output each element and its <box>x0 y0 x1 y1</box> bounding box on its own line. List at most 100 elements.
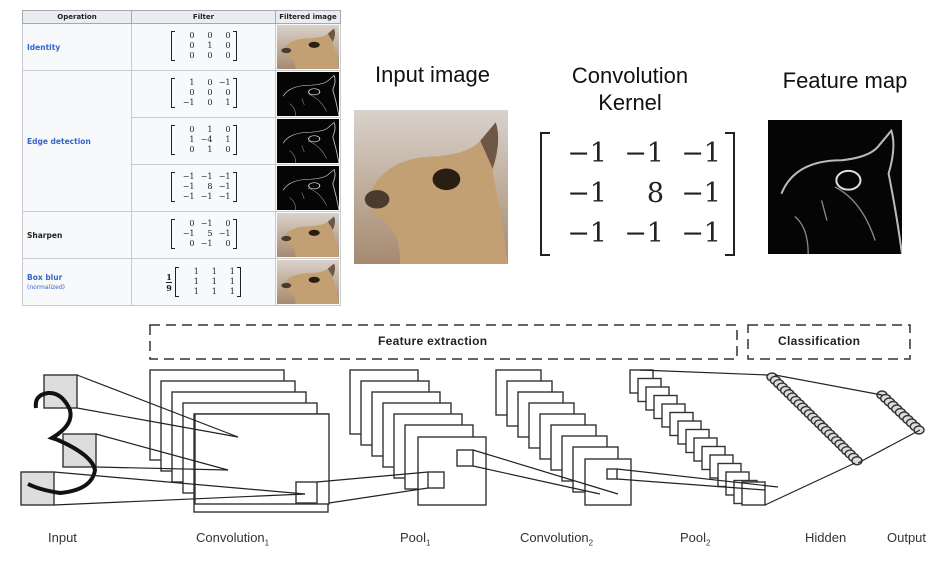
conv2-window <box>606 468 618 480</box>
matrix-entry: −1 <box>200 219 213 228</box>
connection <box>639 369 769 376</box>
matrix-entry: −1 <box>182 229 195 238</box>
matrix-entry: −1 <box>218 172 231 181</box>
matrix-entry: 0 <box>189 51 195 60</box>
filtered-image-cell <box>275 258 341 306</box>
kernel-entry: −1 <box>567 178 607 209</box>
matrix-entry: −1 <box>218 78 231 87</box>
matrix-entry: 0 <box>189 41 195 50</box>
stage-index: 1 <box>426 538 431 548</box>
classification-box <box>747 324 911 360</box>
right-bracket <box>232 125 237 155</box>
matrix-entry: 1 <box>229 287 235 296</box>
stage-name: Input <box>48 530 77 545</box>
stage-name: Hidden <box>805 530 847 545</box>
kernel-entry: −1 <box>567 138 607 169</box>
connection <box>616 468 779 488</box>
left-bracket <box>170 219 175 249</box>
kernel-entry: −1 <box>567 218 607 249</box>
matrix-entry: 0 <box>225 88 231 97</box>
matrix-entry: 0 <box>189 88 195 97</box>
stage-name: Pool <box>400 530 427 545</box>
right-bracket <box>725 132 735 256</box>
pool2-feature-map <box>741 481 766 506</box>
stage-label: Output <box>887 530 926 545</box>
right-bracket <box>232 31 237 61</box>
matrix-entry: 0 <box>225 125 231 134</box>
matrix-entry: 0 <box>225 41 231 50</box>
connection <box>76 374 239 438</box>
operation-name: Sharpen <box>27 230 63 240</box>
operation-link[interactable]: Identity <box>27 42 61 52</box>
matrix-entry: 1 <box>207 125 213 134</box>
matrix-entry: −1 <box>200 192 213 201</box>
matrix-entry: 1 <box>207 145 213 154</box>
numerator: 1 <box>166 271 172 283</box>
right-bracket <box>232 172 237 202</box>
connection <box>53 471 306 495</box>
connection <box>95 433 229 471</box>
matrix-entry: 8 <box>207 182 213 191</box>
connection <box>316 471 429 483</box>
filtered-image-cell <box>275 23 341 71</box>
operation-link[interactable]: Box blur <box>27 273 63 282</box>
right-bracket <box>232 78 237 108</box>
operation-link[interactable]: Edge detection <box>27 136 91 146</box>
conv2-feature-map <box>584 458 632 506</box>
kernel-title-line2: Kernel <box>598 90 662 115</box>
stage-name: Convolution <box>520 530 589 545</box>
kernel-title-line1: Convolution <box>571 63 689 88</box>
stage-name: Convolution <box>196 530 265 545</box>
connection <box>774 374 883 396</box>
matrix-entry: 0 <box>225 145 231 154</box>
right-bracket <box>236 267 241 297</box>
operation-subtitle: (normalized) <box>27 284 66 291</box>
matrix-entry: 1 <box>229 267 235 276</box>
connection <box>472 449 619 495</box>
stage-name: Output <box>887 530 927 545</box>
matrix-entry: 1 <box>211 277 217 286</box>
matrix-entry: 0 <box>207 98 213 107</box>
connection <box>95 466 229 471</box>
left-bracket <box>170 172 175 202</box>
matrix-entry: 1 <box>189 135 195 144</box>
filtered-image-cell <box>275 164 341 212</box>
matrix-entry: 0 <box>189 145 195 154</box>
matrix-entry: 1 <box>189 78 195 87</box>
input-image-title: Input image <box>375 62 490 87</box>
matrix-entry: 1 <box>229 277 235 286</box>
matrix-entry: −4 <box>200 135 213 144</box>
matrix-entry: 5 <box>207 229 213 238</box>
matrix-entry: −1 <box>182 182 195 191</box>
operation-cell: Identity <box>22 23 132 71</box>
matrix-entry: 0 <box>189 239 195 248</box>
matrix-entry: 0 <box>225 31 231 40</box>
denominator: 9 <box>166 282 172 293</box>
matrix-entry: 0 <box>207 88 213 97</box>
kernel-entry: −1 <box>681 138 721 169</box>
matrix-entry: −1 <box>182 192 195 201</box>
matrix-entry: 1 <box>225 98 231 107</box>
stage-name: Pool <box>680 530 707 545</box>
connection <box>616 478 766 491</box>
matrix-entry: 1 <box>225 135 231 144</box>
stage-label: Pool1 <box>400 530 430 548</box>
matrix-entry: 1 <box>211 267 217 276</box>
matrix-entry: −1 <box>218 192 231 201</box>
left-bracket <box>170 78 175 108</box>
pool1-receptive-field <box>427 471 445 489</box>
left-bracket <box>540 132 550 256</box>
connection <box>857 429 921 464</box>
